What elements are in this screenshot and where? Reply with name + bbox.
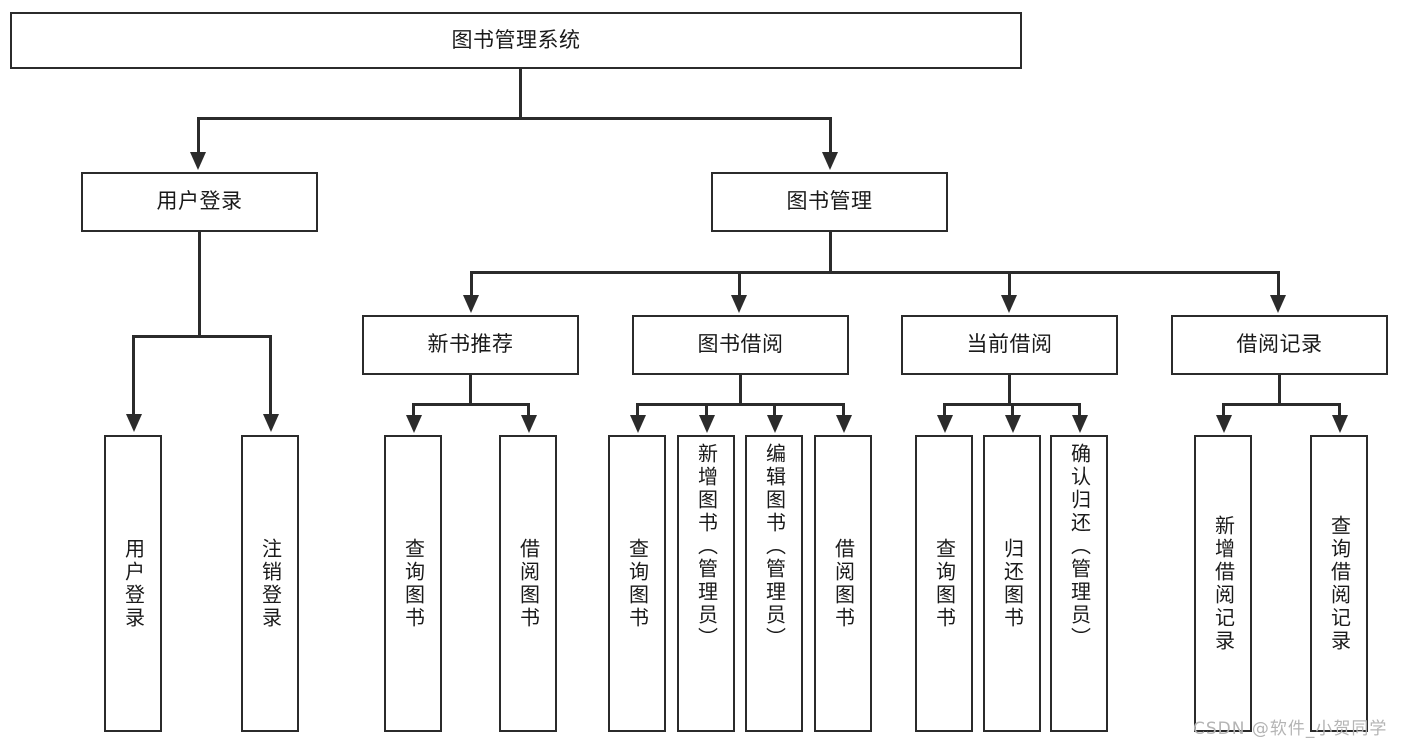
edge-user-login-bar [132, 335, 272, 338]
edge-new-book-to-leaf-1 [412, 403, 415, 417]
node-new-book-recommend[interactable]: 新书推荐 [362, 315, 579, 375]
arrow-current-borrow-to-leaf-3 [1072, 415, 1088, 433]
edge-book-borrow-stem [739, 375, 742, 404]
arrow-book-borrow-to-leaf-4 [836, 415, 852, 433]
leaf-borrow-record-add[interactable]: 新增借阅记录 [1194, 435, 1252, 732]
node-borrow-record[interactable]: 借阅记录 [1171, 315, 1388, 375]
arrow-borrow-record-to-leaf-2 [1332, 415, 1348, 433]
node-current-borrow[interactable]: 当前借阅 [901, 315, 1118, 375]
edge-new-book-bar [412, 403, 530, 406]
edge-root-stem [519, 69, 522, 117]
node-book-borrow[interactable]: 图书借阅 [632, 315, 849, 375]
edge-book-borrow-to-leaf-2 [705, 403, 708, 417]
edge-new-book-to-leaf-2 [527, 403, 530, 417]
node-book-manage[interactable]: 图书管理 [711, 172, 948, 232]
leaf-new-book-borrow[interactable]: 借阅图书 [499, 435, 557, 732]
edge-book-manage-to-book-borrow [738, 271, 741, 297]
arrow-user-login-to-leaf-1 [126, 414, 142, 432]
leaf-current-borrow-return[interactable]: 归还图书 [983, 435, 1041, 732]
leaf-new-book-query[interactable]: 查询图书 [384, 435, 442, 732]
arrow-book-manage-to-book-borrow [731, 295, 747, 313]
arrow-new-book-to-leaf-1 [406, 415, 422, 433]
edge-book-manage-to-current-borrow [1008, 271, 1011, 297]
arrow-book-manage-to-current-borrow [1001, 295, 1017, 313]
edge-book-borrow-to-leaf-1 [636, 403, 639, 417]
edge-root-to-user-login [197, 117, 200, 154]
arrow-book-borrow-to-leaf-2 [699, 415, 715, 433]
arrow-current-borrow-to-leaf-1 [937, 415, 953, 433]
edge-book-manage-bar [470, 271, 1280, 274]
arrow-book-manage-to-borrow-record [1270, 295, 1286, 313]
node-user-login[interactable]: 用户登录 [81, 172, 318, 232]
arrow-book-borrow-to-leaf-1 [630, 415, 646, 433]
edge-book-manage-stem [829, 232, 832, 273]
arrow-current-borrow-to-leaf-2 [1005, 415, 1021, 433]
leaf-current-borrow-query[interactable]: 查询图书 [915, 435, 973, 732]
edge-borrow-record-to-leaf-1 [1222, 403, 1225, 417]
edge-current-borrow-to-leaf-3 [1078, 403, 1081, 417]
edge-user-login-to-leaf-1 [132, 335, 135, 416]
arrow-book-borrow-to-leaf-3 [767, 415, 783, 433]
leaf-user-login-logout[interactable]: 注销登录 [241, 435, 299, 732]
arrow-new-book-to-leaf-2 [521, 415, 537, 433]
edge-current-borrow-to-leaf-2 [1011, 403, 1014, 417]
leaf-current-borrow-confirm-return[interactable]: 确认归还（管理员） [1050, 435, 1108, 732]
arrow-borrow-record-to-leaf-1 [1216, 415, 1232, 433]
edge-user-login-to-leaf-2 [269, 335, 272, 416]
edge-book-manage-to-new-book [470, 271, 473, 297]
csdn-watermark: CSDN @软件_小贺同学 [1193, 719, 1388, 739]
leaf-book-borrow-borrow[interactable]: 借阅图书 [814, 435, 872, 732]
edge-new-book-stem [469, 375, 472, 404]
edge-root-bar [197, 117, 832, 120]
arrow-root-to-book-manage [822, 152, 838, 170]
edge-borrow-record-bar [1222, 403, 1341, 406]
arrow-book-manage-to-new-book [463, 295, 479, 313]
edge-book-borrow-bar [636, 403, 845, 406]
arrow-user-login-to-leaf-2 [263, 414, 279, 432]
edge-borrow-record-stem [1278, 375, 1281, 404]
leaf-borrow-record-query[interactable]: 查询借阅记录 [1310, 435, 1368, 732]
node-root-system[interactable]: 图书管理系统 [10, 12, 1022, 69]
leaf-book-borrow-query[interactable]: 查询图书 [608, 435, 666, 732]
edge-book-borrow-to-leaf-4 [842, 403, 845, 417]
edge-user-login-stem [198, 232, 201, 335]
edge-book-borrow-to-leaf-3 [773, 403, 776, 417]
edge-current-borrow-to-leaf-1 [943, 403, 946, 417]
leaf-user-login-login[interactable]: 用户登录 [104, 435, 162, 732]
leaf-book-borrow-add[interactable]: 新增图书（管理员） [677, 435, 735, 732]
edge-root-to-book-manage [829, 117, 832, 154]
arrow-root-to-user-login [190, 152, 206, 170]
edge-borrow-record-to-leaf-2 [1338, 403, 1341, 417]
edge-book-manage-to-borrow-record [1277, 271, 1280, 297]
edge-current-borrow-stem [1008, 375, 1011, 404]
leaf-book-borrow-edit[interactable]: 编辑图书（管理员） [745, 435, 803, 732]
